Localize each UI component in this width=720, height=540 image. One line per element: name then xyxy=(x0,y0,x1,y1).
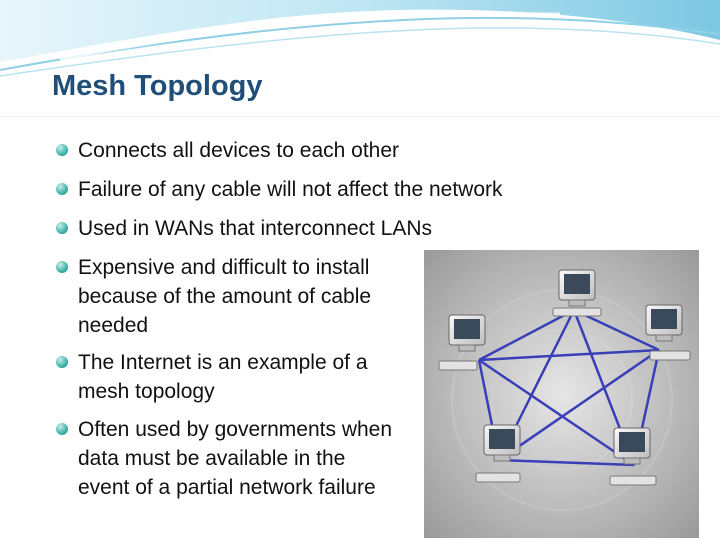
mesh-network-image xyxy=(424,250,699,538)
bullet-item: Connects all devices to each other xyxy=(56,136,476,165)
bullet-item: The Internet is an example of a mesh top… xyxy=(56,348,381,406)
computer-icon xyxy=(475,424,521,483)
bullet-item: Often used by governments when data must… xyxy=(56,415,401,502)
bullet-text: Expensive and difficult to install becau… xyxy=(78,256,372,337)
bullet-text: Connects all devices to each other xyxy=(78,139,400,162)
bullet-text: Failure of any cable will not affect the… xyxy=(78,178,503,201)
computer-icon xyxy=(609,427,657,486)
computer-icon xyxy=(552,269,602,317)
bullet-icon xyxy=(56,356,68,368)
bullet-icon xyxy=(56,222,68,234)
bullet-item: Failure of any cable will not affect the… xyxy=(56,175,576,204)
computer-icon xyxy=(645,304,691,361)
bullet-item: Expensive and difficult to install becau… xyxy=(56,253,401,340)
bullet-text: Often used by governments when data must… xyxy=(78,418,393,499)
slide-title: Mesh Topology xyxy=(52,70,263,102)
bullet-icon xyxy=(56,261,68,273)
computer-icon xyxy=(438,314,486,371)
bullet-text: The Internet is an example of a mesh top… xyxy=(78,351,368,403)
bullet-icon xyxy=(56,144,68,156)
bullet-icon xyxy=(56,423,68,435)
header-wave-decoration xyxy=(0,0,720,77)
bullet-icon xyxy=(56,183,68,195)
title-divider xyxy=(0,116,720,117)
bullet-item: Used in WANs that interconnect LANs xyxy=(56,214,506,243)
bullet-text: Used in WANs that interconnect LANs xyxy=(78,217,433,240)
